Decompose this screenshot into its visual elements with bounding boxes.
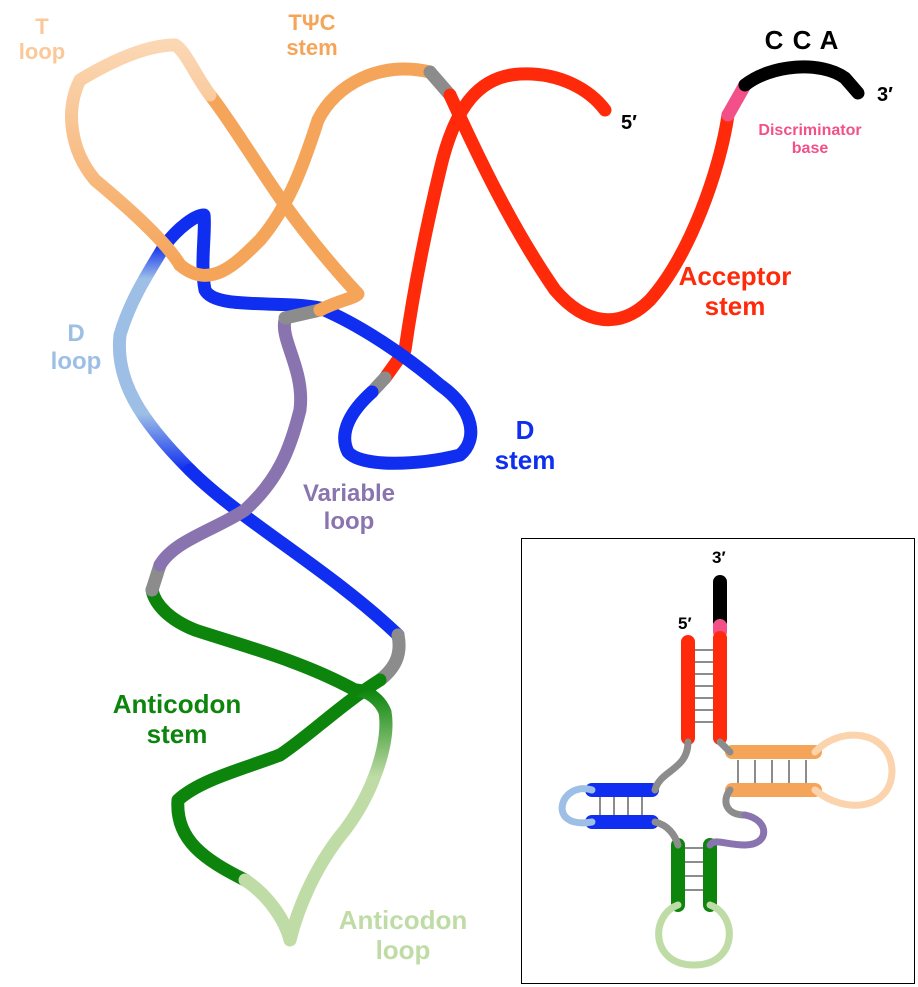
inset-d-loop [558, 785, 596, 827]
variable-loop-label-line2: loop [323, 507, 375, 535]
tpsic-stem-label: TΨC stem [262, 10, 362, 61]
inset-linker-right [716, 738, 734, 756]
variable-loop-label-line1: Variable [302, 480, 396, 507]
d-stem-label: D stem [485, 415, 565, 476]
acceptor-stem-label: Acceptor stem [670, 261, 800, 322]
t-loop-label: T loop [0, 14, 84, 65]
discriminator-label-line1: Discriminator [758, 122, 862, 139]
t-loop-strand [65, 38, 217, 272]
five-prime-label: 5′ [621, 112, 637, 134]
cloverleaf-inset-frame [521, 538, 915, 984]
acceptor-3prime-strand [443, 88, 735, 327]
tpsic-stem-label-line1: TΨC [288, 10, 336, 35]
anticodon-loop-label-line2: loop [375, 934, 431, 965]
anticodon-stem-label-line2: stem [146, 718, 208, 749]
cca-tail [738, 60, 865, 100]
three-prime-label: 3′ [877, 84, 893, 106]
cca-label-text: C C A [764, 25, 840, 55]
cloverleaf-inset [558, 575, 896, 969]
anticodon-stem-label: Anticodon stem [92, 689, 262, 750]
cca-label: C C A [752, 25, 852, 56]
acceptor-stem-label-line1: Acceptor [678, 261, 792, 291]
discriminator-base-label: Discriminator base [735, 122, 885, 159]
acceptor-5prime-strand [378, 67, 612, 385]
anticodon-stem-3prime [145, 583, 362, 697]
tpsic-stem-label-line2: stem [286, 35, 338, 61]
d-to-anticodon-strand [183, 463, 405, 642]
variable-loop-label: Variable loop [284, 480, 414, 535]
anticodon-stem-5prime [171, 673, 387, 887]
d-loop-label: D loop [36, 320, 116, 375]
d-stem-label-line2: stem [494, 444, 556, 475]
inset-linker-tpsic [722, 786, 749, 819]
tpsic-stem-5prime [203, 88, 365, 317]
d-loop-label-line2: loop [50, 347, 102, 375]
inset-linker-mid [651, 818, 682, 849]
anticodon-loop-label-line1: Anticodon [338, 905, 468, 935]
acceptor-stem-label-line2: stem [704, 290, 766, 321]
inset-variable-loop [706, 811, 768, 849]
t-loop-label-line2: loop [18, 39, 66, 65]
inset-anticodon-loop [655, 901, 733, 969]
anticodon-linker-a [373, 628, 406, 687]
variable-loop-strand [153, 313, 308, 572]
inset-linker-left [651, 738, 692, 794]
d-stem-label-line1: D [515, 415, 535, 445]
anticodon-loop-strand [238, 683, 393, 947]
anticodon-stem-label-line1: Anticodon [112, 689, 242, 719]
inset-three-prime-label: 3′ [712, 548, 726, 567]
d-loop-strand [112, 238, 197, 477]
d-stem-strand [158, 208, 478, 470]
inset-five-prime-label: 5′ [678, 614, 692, 633]
discriminator-label-line2: base [791, 140, 829, 158]
inset-t-loop [811, 731, 896, 809]
d-loop-label-line1: D [67, 320, 85, 347]
anticodon-loop-label: Anticodon loop [318, 905, 488, 966]
tpsic-stem-3prime [173, 62, 437, 282]
t-loop-label-line1: T [35, 14, 49, 39]
